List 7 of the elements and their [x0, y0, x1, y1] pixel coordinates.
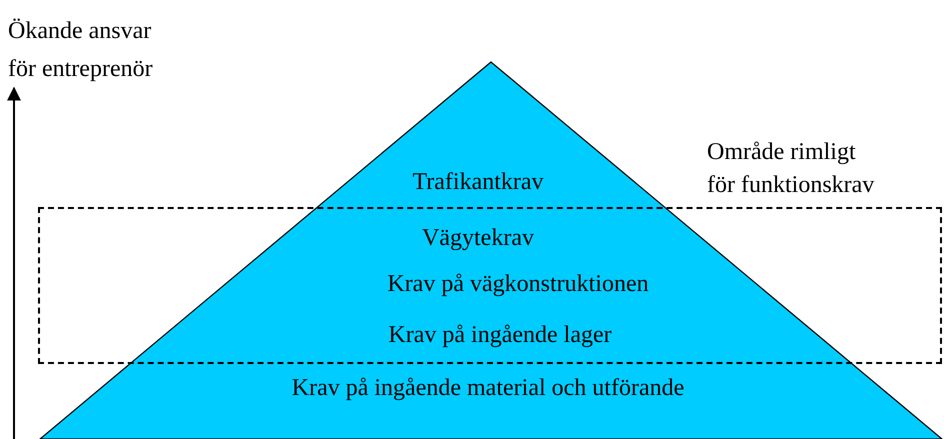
level-label: Vägytekrav [422, 225, 534, 251]
level-label: Krav på ingående lager [388, 322, 612, 348]
region-label: Område rimligt för funktionskrav [707, 138, 876, 200]
level-label: Krav på vägkonstruktionen [387, 271, 649, 297]
level-label: Krav på ingående material och utförande [292, 375, 684, 401]
axis-label: Ökande ansvar för entreprenör [8, 17, 154, 84]
level-label: Trafikantkrav [412, 169, 544, 195]
